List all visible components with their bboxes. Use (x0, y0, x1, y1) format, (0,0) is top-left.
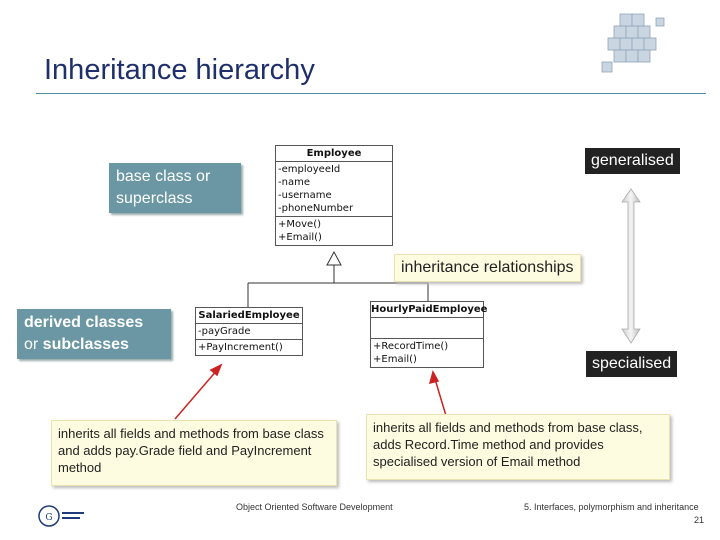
method: +RecordTime() (373, 341, 449, 352)
inheritance-triangle (326, 250, 342, 266)
class-methods: +Move() +Email() (276, 217, 392, 245)
class-methods: +RecordTime() +Email() (371, 339, 483, 367)
base-class-label: base class or superclass (109, 163, 241, 213)
base-class-text: base class (116, 168, 192, 185)
or-text: or (191, 168, 211, 185)
footer-course: Object Oriented Software Development (236, 502, 393, 512)
class-methods: +PayIncrement() (196, 340, 302, 355)
method: +Move() (278, 219, 321, 230)
employee-class: Employee -employeeId -name -username -ph… (275, 145, 393, 246)
page-number: 21 (694, 515, 705, 525)
gcu-logo-icon: G (38, 505, 84, 527)
hourly-note: inherits all fields and methods from bas… (366, 414, 670, 480)
note-pointers (174, 363, 448, 420)
svg-text:G: G (45, 513, 52, 523)
salaried-employee-class: SalariedEmployee -payGrade +PayIncrement… (195, 307, 303, 356)
class-name: HourlyPaidEmployee (371, 302, 487, 318)
class-attributes: -payGrade (196, 324, 302, 340)
subclasses-text: subclasses (42, 336, 129, 353)
attribute: -employeeId (278, 164, 341, 175)
or-text: or (24, 336, 43, 353)
page-title: Inheritance hierarchy (44, 54, 315, 86)
generalisation-arrow (621, 188, 641, 344)
class-name: Employee (276, 146, 392, 162)
attribute: -payGrade (198, 326, 251, 337)
footer-section: 5. Interfaces, polymorphism and inherita… (524, 502, 699, 512)
derived-classes-text: derived classes (24, 314, 144, 331)
attribute: -phoneNumber (278, 203, 354, 214)
cubes-icon (601, 13, 665, 73)
hourly-paid-employee-class: HourlyPaidEmployee +RecordTime() +Email(… (370, 301, 487, 368)
attribute: -name (278, 177, 310, 188)
inheritance-lines (247, 265, 429, 307)
salaried-note: inherits all fields and methods from bas… (51, 420, 337, 486)
class-attributes (371, 318, 483, 339)
superclass-text: superclass (116, 190, 193, 207)
title-divider (36, 93, 706, 94)
specialised-label: specialised (586, 351, 678, 377)
class-name: SalariedEmployee (196, 308, 302, 324)
method: +Email() (373, 354, 417, 365)
derived-classes-label: derived classes or subclasses (17, 309, 171, 359)
method: +Email() (278, 232, 322, 243)
generalised-label: generalised (585, 148, 680, 174)
inheritance-relationships-label: inheritance relationships (394, 254, 581, 282)
class-attributes: -employeeId -name -username -phoneNumber (276, 162, 392, 217)
attribute: -username (278, 190, 332, 201)
method: +PayIncrement() (198, 342, 283, 353)
